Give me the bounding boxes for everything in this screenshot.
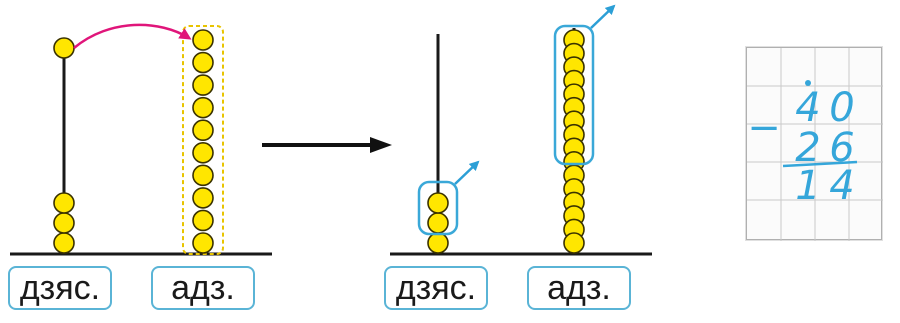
moved-tens-bead [53, 37, 75, 59]
exchanged-unit-bead [192, 51, 214, 74]
tens-removed-box [417, 180, 459, 236]
minuend-tens: 4 [795, 85, 821, 131]
exchanged-unit-bead [192, 209, 214, 232]
tens-bead [427, 212, 449, 234]
exchanged-unit-bead [192, 96, 214, 119]
right-units-label: адз. [527, 266, 631, 310]
subtrahend-units: 6 [829, 125, 855, 171]
column-subtraction-grid: − 4 0 2 6 1 4 [746, 47, 883, 241]
difference-units: 4 [829, 163, 855, 209]
exchanged-unit-bead [192, 164, 214, 187]
minus-sign: − [747, 105, 781, 151]
left-tens-beads [53, 37, 75, 254]
left-units-label: адз. [151, 266, 255, 310]
minuend-units: 0 [829, 85, 855, 131]
borrow-dot [805, 80, 811, 86]
left-units-beads [192, 29, 214, 254]
transform-arrow-head [370, 137, 392, 153]
subtrahend-tens: 2 [795, 125, 821, 171]
exchanged-unit-bead [192, 232, 214, 254]
right-units-beads [563, 29, 585, 254]
right-tens-beads [427, 192, 449, 254]
exchanged-unit-bead [192, 141, 214, 164]
exchanged-unit-bead [192, 119, 214, 142]
tens-bead [53, 232, 75, 254]
tens-remove-arrow-icon [454, 160, 480, 185]
tens-bead [53, 212, 75, 234]
exchanged-unit-bead [192, 74, 214, 96]
grid-lines [747, 48, 883, 241]
tens-bead [53, 192, 75, 214]
left-tens-label: дзяс. [8, 266, 112, 310]
unit-bead [563, 232, 585, 254]
exchanged-unit-bead [192, 187, 214, 209]
units-remove-arrow-icon [590, 4, 616, 29]
units-exchange-dashed-box [182, 25, 224, 255]
tens-bead [427, 232, 449, 254]
exchange-arrow-icon [73, 23, 192, 49]
units-removed-box [553, 24, 595, 166]
difference-tens: 1 [795, 163, 821, 209]
tens-bead [427, 192, 449, 214]
right-tens-label: дзяс. [384, 266, 488, 310]
exchanged-unit-bead [192, 29, 214, 51]
